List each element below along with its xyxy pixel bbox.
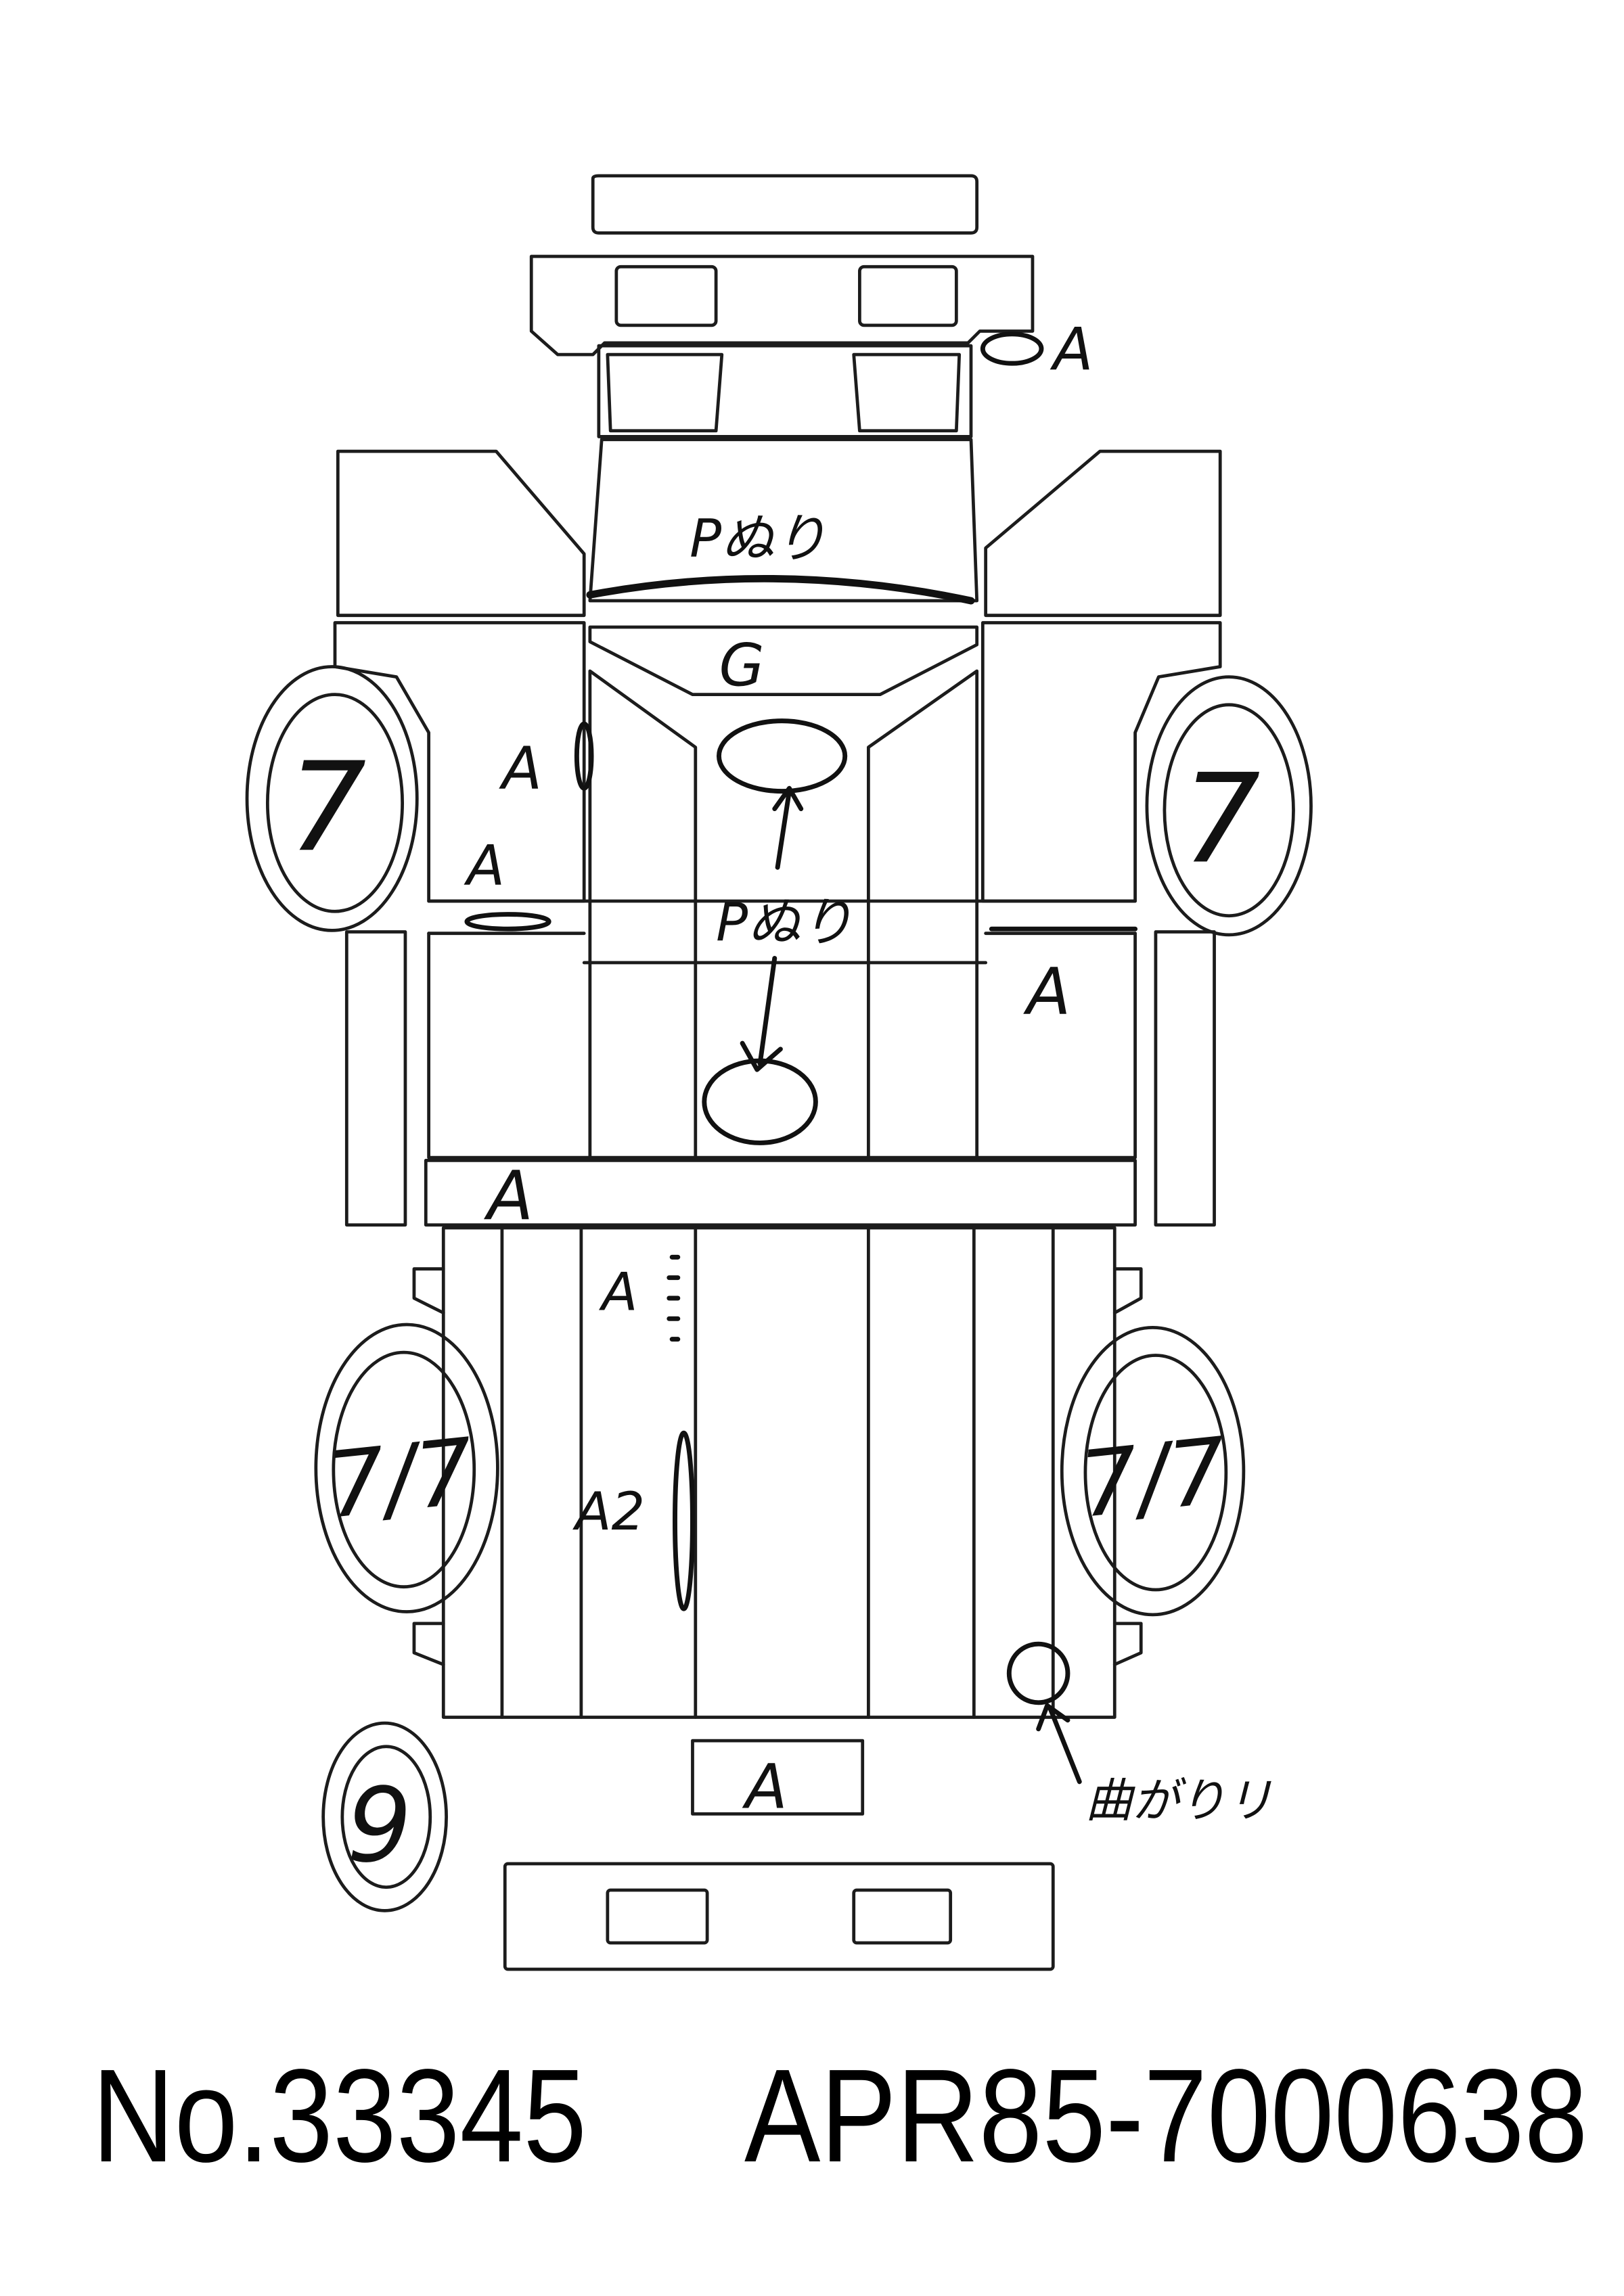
grille-bar (529, 254, 1035, 357)
front-bumper-label: A (1050, 316, 1093, 384)
bed-side-a2-label: A2 (572, 1482, 645, 1542)
cab-side-left (333, 621, 586, 903)
roof-circle (702, 1058, 818, 1145)
hood-paint-line (586, 574, 975, 605)
bed-slats (500, 1226, 1055, 1719)
tire-rear-right (1060, 1325, 1246, 1617)
bed-side-a2-mark (673, 1430, 695, 1611)
front-lamp-right (852, 352, 962, 433)
rear-center-label: A (742, 1752, 787, 1823)
roof-arrow (740, 956, 783, 1072)
glass-circle (716, 718, 848, 794)
cab-rear-label: A (483, 1157, 533, 1235)
wheel-rear-right-label: 7/7 (1075, 1417, 1232, 1538)
glass-arrow (772, 785, 804, 870)
hood-panel (588, 438, 979, 603)
bed-hooks (412, 1267, 1143, 1666)
glass-label: G (719, 633, 764, 700)
bent-circle (1006, 1641, 1070, 1705)
handwritten-marks: A Pぬり G Pぬり A A A A A A2 A 曲がりリ (288, 316, 1273, 1885)
front-bumper (591, 174, 979, 235)
tail-lamp-right (852, 1888, 953, 1945)
left-front-a-mark (574, 721, 594, 791)
front-face (597, 344, 973, 438)
rear-plate (691, 1739, 865, 1816)
door-line (427, 899, 1137, 965)
roof-paint-label: Pぬり (716, 893, 853, 954)
right-step-label: A (1022, 955, 1070, 1030)
bent-arrow (1036, 1703, 1082, 1785)
stock-number: No.33345 (92, 2042, 587, 2190)
tire-rear-left (314, 1323, 499, 1613)
front-fender-right (984, 449, 1222, 618)
cab-side-right (980, 621, 1222, 903)
bent-label: 曲がりリ (1085, 1774, 1273, 1829)
tire-group (245, 665, 1313, 1912)
vehicle-outline (333, 174, 1222, 1971)
wheel-front-left-label: 7 (288, 735, 367, 879)
step-right (1154, 930, 1216, 1227)
roof-pillars (588, 669, 979, 1160)
left-pillar-label: A (464, 834, 505, 898)
tire-rear-right-inner (1083, 1354, 1228, 1592)
bed-side-label: A (598, 1262, 637, 1323)
tire-front-right (1145, 675, 1313, 937)
left-front-a-label: A (499, 735, 542, 802)
bed-side-dots (667, 1254, 681, 1342)
cargo-bed (441, 1226, 1116, 1719)
front-bumper-circle (980, 331, 1044, 366)
headlamp-right (858, 265, 958, 327)
front-lamp-left (606, 352, 724, 433)
spare-tire-inner (340, 1745, 432, 1889)
tire-rear-left-inner (332, 1350, 476, 1589)
left-pillar-mark (464, 912, 551, 932)
tail-lamp-left (606, 1888, 709, 1945)
cab-rear-bar (424, 1159, 1137, 1227)
wheel-rear-left-label: 7/7 (322, 1418, 478, 1539)
tire-front-left (245, 665, 419, 932)
hood-paint-label: Pぬり (690, 509, 827, 570)
tire-front-left-inner (265, 693, 405, 913)
step-left (344, 930, 407, 1227)
spare-tire (321, 1721, 448, 1912)
cab-body (427, 932, 1137, 1160)
rear-bumper (503, 1862, 1055, 1971)
windshield-frame (588, 625, 979, 697)
front-fender-left (336, 449, 586, 618)
spare-tire-label: 9 (346, 1766, 411, 1885)
tire-front-right-inner (1163, 703, 1295, 918)
chassis-number: APR85-7000638 (744, 2042, 1588, 2190)
wheel-front-right-label: 7 (1182, 748, 1261, 891)
headlamp-left (614, 265, 718, 327)
